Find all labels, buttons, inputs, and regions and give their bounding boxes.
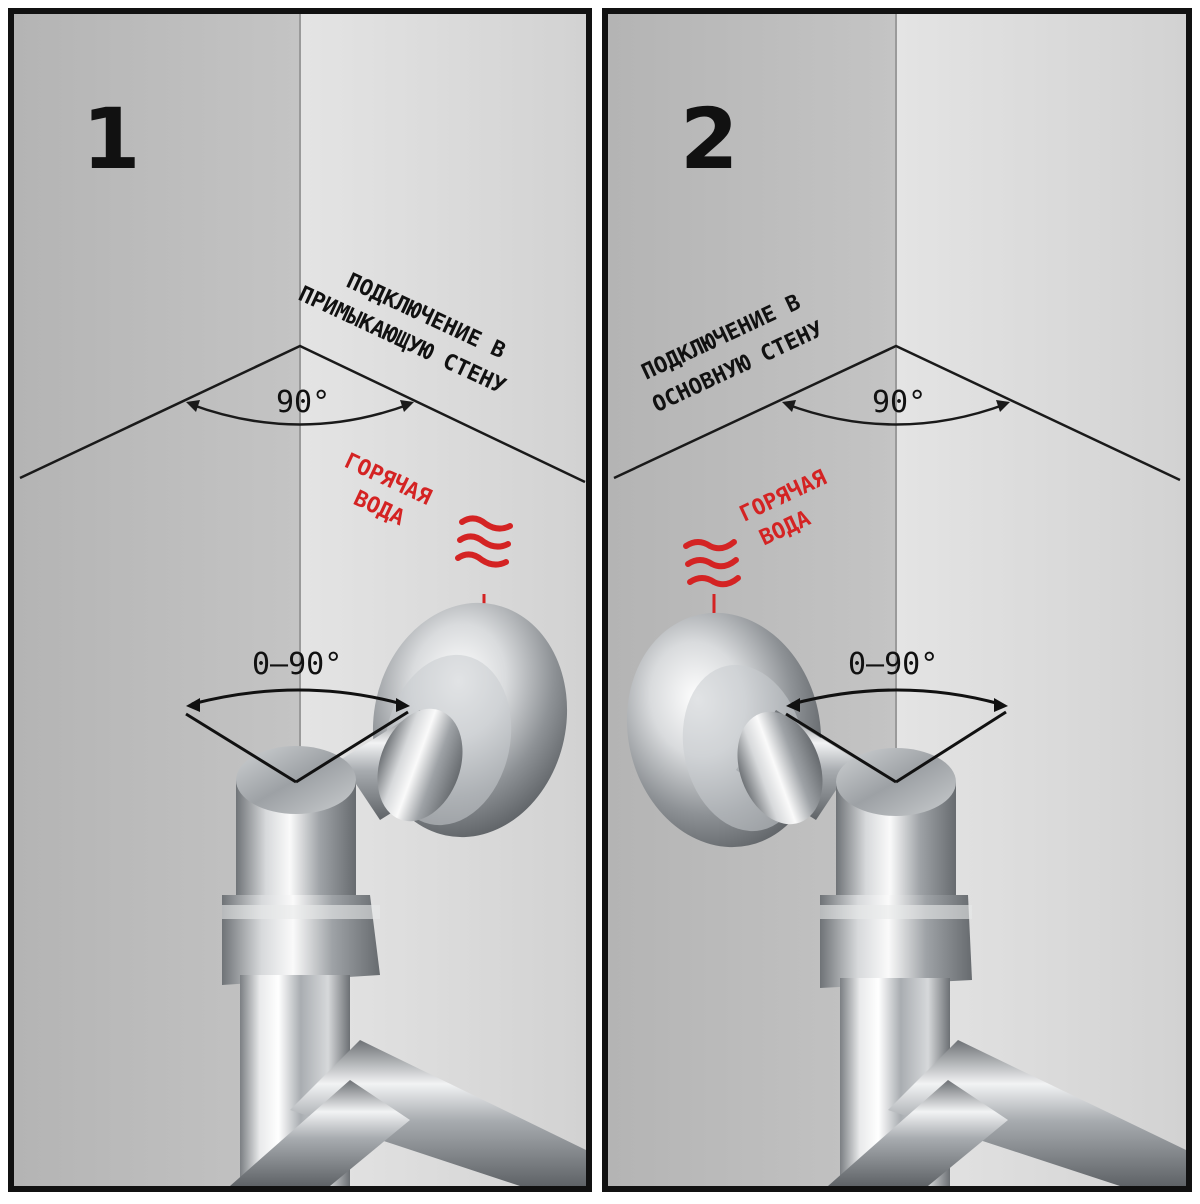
panel-1-rotation-angle: 0–90°: [252, 647, 342, 682]
panel-1-valve: [222, 602, 586, 1186]
panel-2: 2 90° ПОДКЛЮЧЕНИЕ В ОСНОВНУЮ СТЕНУ ГОРЯЧ…: [602, 8, 1192, 1192]
panel-1-number: 1: [82, 90, 140, 188]
heat-waves-icon: [683, 539, 741, 588]
heat-waves-icon: [455, 515, 513, 568]
panel-1-corner-lines: [19, 344, 586, 484]
panel-2-corner-angle: 90°: [872, 385, 926, 420]
panel-2-rotation-angle: 0–90°: [848, 647, 938, 682]
panel-2-number: 2: [680, 90, 738, 188]
panel-1-corner-angle: 90°: [276, 385, 330, 420]
panel-2-corner-lines: [613, 344, 1181, 482]
panel-1: 1 90° ПОДКЛЮЧЕНИЕ В ПРИМЫКАЮЩУЮ СТЕНУ ГО…: [8, 8, 592, 1192]
panel-2-valve: [626, 612, 1186, 1186]
